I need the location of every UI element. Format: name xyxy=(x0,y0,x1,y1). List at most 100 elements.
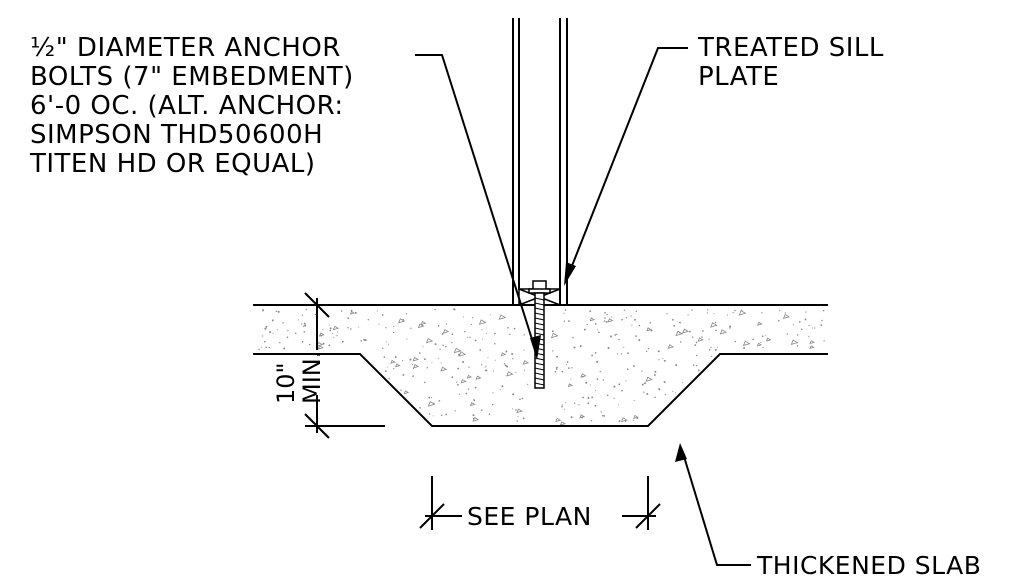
slab-arrowhead xyxy=(675,443,687,462)
sand-dot xyxy=(552,350,554,352)
sand-dot xyxy=(823,340,825,342)
aggregate-mark xyxy=(809,340,816,345)
leader-arrowheads xyxy=(530,262,687,462)
aggregate-mark xyxy=(475,375,482,380)
sand-dot xyxy=(618,420,621,423)
sand-dot xyxy=(594,323,597,325)
sand-dot xyxy=(451,341,453,344)
wall xyxy=(512,18,568,305)
sand-dot xyxy=(613,397,615,399)
sand-dot xyxy=(286,336,289,339)
bolt-thread xyxy=(534,327,545,331)
sand-dot xyxy=(438,399,441,402)
sand-dot xyxy=(777,319,780,322)
sand-dot xyxy=(568,320,570,322)
sand-dot xyxy=(579,345,582,348)
sand-dot xyxy=(445,323,448,325)
sand-dot xyxy=(617,404,619,406)
sand-dot xyxy=(382,347,384,349)
sill-note-line-1: TREATED SILL xyxy=(698,33,884,63)
sand-dot xyxy=(329,327,332,330)
sand-dot xyxy=(666,313,668,315)
sand-dot xyxy=(277,310,280,313)
sand-dot xyxy=(441,332,444,335)
sand-dot xyxy=(434,308,436,311)
sand-dot xyxy=(272,332,274,334)
aggregate-mark xyxy=(589,317,595,322)
sand-dot xyxy=(337,331,339,333)
sand-dot xyxy=(458,393,461,395)
sand-dot xyxy=(378,323,380,325)
sand-dot xyxy=(587,397,590,399)
aggregate-mark xyxy=(427,401,436,407)
sand-dot xyxy=(354,311,357,314)
aggregate-mark xyxy=(332,325,340,331)
sand-dot xyxy=(681,382,684,384)
sand-dot xyxy=(350,328,352,330)
sand-dot xyxy=(695,354,698,357)
aggregate-mark xyxy=(567,383,573,388)
sand-dot xyxy=(710,346,712,348)
sand-dot xyxy=(385,327,387,329)
sand-dot xyxy=(663,359,666,362)
sand-dot xyxy=(621,318,623,321)
sand-dot xyxy=(329,329,332,332)
sand-dot xyxy=(523,349,525,351)
sand-dot xyxy=(329,324,331,326)
sand-dot xyxy=(695,341,698,344)
sand-dot xyxy=(492,370,495,372)
sand-dot xyxy=(606,313,608,316)
width-dimension xyxy=(419,476,661,530)
anchor-note-line-1: ½" DIAMETER ANCHOR xyxy=(30,33,341,63)
sand-dot xyxy=(694,344,697,347)
sand-dot xyxy=(473,399,475,401)
sand-dot xyxy=(714,321,717,324)
sand-dot xyxy=(563,312,565,314)
anchor-leader xyxy=(415,54,538,356)
sand-dot xyxy=(711,355,713,357)
sand-dot xyxy=(578,404,580,406)
sand-dot xyxy=(451,376,454,378)
sand-dot xyxy=(504,364,507,367)
sand-dot xyxy=(469,336,471,338)
sand-dot xyxy=(263,340,266,343)
sand-dot xyxy=(386,366,388,368)
sand-dot xyxy=(336,335,338,337)
sand-dot xyxy=(437,324,440,327)
sand-dot xyxy=(494,342,496,345)
sand-dot xyxy=(643,391,645,393)
aggregate-mark xyxy=(460,378,467,384)
anchor-note-line-5: TITEN HD OR EQUAL) xyxy=(30,149,316,179)
sand-dot xyxy=(692,336,694,338)
aggregate-mark xyxy=(412,356,419,362)
sand-dot xyxy=(708,338,710,340)
sand-dot xyxy=(563,320,565,322)
sand-dot xyxy=(258,348,260,351)
sand-dot xyxy=(322,328,324,330)
sand-dot xyxy=(429,413,431,415)
sand-dot xyxy=(566,361,569,363)
sand-dot xyxy=(301,340,304,343)
sand-dot xyxy=(762,346,764,349)
sand-dot xyxy=(606,394,609,397)
sand-dot xyxy=(424,358,426,361)
sand-dot xyxy=(268,346,270,349)
aggregate-mark xyxy=(420,321,427,326)
aggregate-mark xyxy=(790,339,799,346)
sand-dot xyxy=(454,308,456,311)
sand-dot xyxy=(419,406,421,409)
sand-dot xyxy=(625,317,627,319)
aggregate-mark xyxy=(697,337,704,342)
sand-dot xyxy=(805,311,807,313)
aggregate-mark xyxy=(469,402,476,407)
sand-dot xyxy=(440,362,442,364)
sand-dot xyxy=(445,413,448,416)
sand-dot xyxy=(572,337,574,339)
sand-dot xyxy=(462,316,465,318)
sand-dot xyxy=(565,401,567,404)
sand-dot xyxy=(594,404,597,407)
bolt-thread xyxy=(534,372,545,376)
aggregate-mark xyxy=(682,328,690,334)
bolt-thread xyxy=(534,377,545,381)
sand-dot xyxy=(358,326,360,328)
